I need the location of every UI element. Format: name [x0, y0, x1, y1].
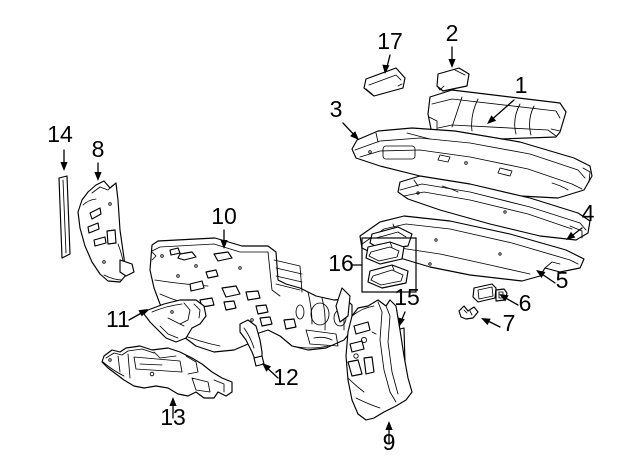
- callout-4: 4: [566, 200, 595, 240]
- part-number-label-7: 7: [503, 310, 516, 336]
- part-11-left-dash-bracket: [143, 299, 207, 343]
- leader-arrowhead-2: [448, 59, 456, 68]
- callout-2: 2: [446, 20, 459, 68]
- part-number-label-1: 1: [515, 72, 528, 98]
- callout-15: 15: [394, 284, 420, 327]
- part-14-left-pillar-seal-strip: [58, 175, 71, 259]
- part-number-label-17: 17: [377, 28, 403, 54]
- leader-arrowhead-9: [385, 421, 393, 430]
- leader-arrowhead-6: [499, 294, 509, 302]
- callout-8: 8: [92, 136, 105, 181]
- leader-arrowhead-5: [536, 270, 546, 279]
- part-9-right-a-pillar-inner-panel: [335, 287, 413, 421]
- leader-arrowhead-4: [566, 231, 576, 240]
- part-number-label-2: 2: [446, 20, 459, 46]
- leader-arrowhead-12: [262, 363, 272, 372]
- part-number-label-13: 13: [160, 404, 186, 430]
- leader-arrowhead-1: [487, 115, 497, 124]
- leader-arrowhead-15: [397, 317, 405, 327]
- leader-arrowhead-14: [60, 162, 68, 171]
- leader-arrowhead-13: [169, 397, 177, 406]
- part-number-label-4: 4: [582, 200, 595, 226]
- part-6-cowl-grommet-block: [472, 283, 508, 303]
- part-number-label-16: 16: [328, 250, 354, 276]
- part-number-label-12: 12: [273, 364, 299, 390]
- part-4-cowl-panel-right-edge: [397, 175, 591, 241]
- part-number-label-5: 5: [556, 267, 569, 293]
- inset-plug-lower: [367, 264, 409, 289]
- leader-arrowhead-11: [138, 309, 148, 317]
- callout-13: 13: [160, 397, 186, 430]
- callout-1: 1: [487, 72, 527, 124]
- part-number-label-15: 15: [394, 284, 420, 310]
- leader-arrowhead-17: [382, 64, 390, 74]
- part-number-label-14: 14: [47, 121, 73, 147]
- part-8-left-a-pillar-inner-panel: [77, 180, 135, 283]
- part-7-small-retainer-clip: [458, 305, 479, 320]
- callout-11: 11: [106, 306, 148, 332]
- part-number-label-3: 3: [330, 96, 343, 122]
- part-12-dash-brace-blade: [239, 319, 265, 367]
- part-13-lower-dash-side-rail: [101, 345, 233, 399]
- part-16-cowl-plug-detail-inset: [361, 237, 417, 293]
- leader-arrowhead-3: [350, 131, 359, 140]
- leader-arrowhead-7: [481, 318, 491, 326]
- part-number-label-8: 8: [92, 136, 105, 162]
- callout-3: 3: [330, 96, 359, 140]
- part-3-upper-cowl-panel: [351, 127, 593, 199]
- leader-arrowhead-10: [220, 240, 228, 249]
- callout-16: 16: [328, 250, 363, 276]
- leader-arrowhead-8: [94, 172, 102, 181]
- callout-5: 5: [536, 267, 568, 293]
- callout-7: 7: [481, 310, 515, 336]
- part-number-label-9: 9: [383, 429, 396, 455]
- callout-9: 9: [383, 421, 396, 455]
- part-number-label-11: 11: [106, 306, 130, 332]
- callout-17: 17: [377, 28, 403, 74]
- callout-6: 6: [499, 290, 531, 316]
- callout-14: 14: [47, 121, 73, 171]
- callout-10: 10: [211, 203, 237, 249]
- inset-plug-upper: [365, 241, 405, 265]
- part-17-cowl-access-cover: [363, 67, 406, 97]
- part-number-label-6: 6: [519, 290, 532, 316]
- part-2-cowl-grille-end-cap: [436, 67, 470, 92]
- part-number-label-10: 10: [211, 203, 237, 229]
- callout-12: 12: [262, 363, 299, 390]
